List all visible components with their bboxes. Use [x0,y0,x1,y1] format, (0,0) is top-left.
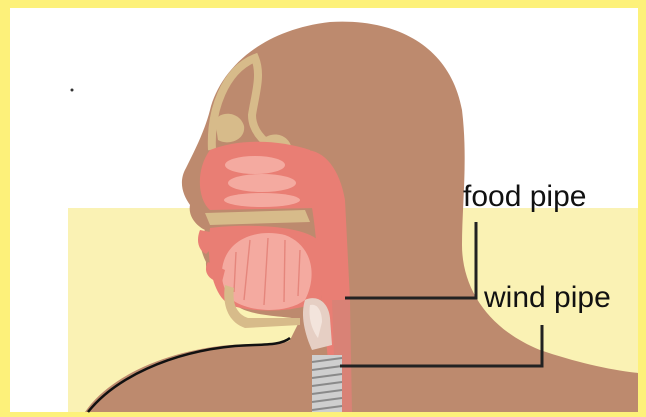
turbinate-lower [224,193,300,207]
wind-pipe-label: wind pipe [484,283,611,313]
food-pipe-label: food pipe [463,182,586,212]
stray-dot [71,89,74,92]
trachea-rings [312,355,342,412]
turbinate-middle [228,174,296,192]
turbinate-upper [225,156,285,174]
